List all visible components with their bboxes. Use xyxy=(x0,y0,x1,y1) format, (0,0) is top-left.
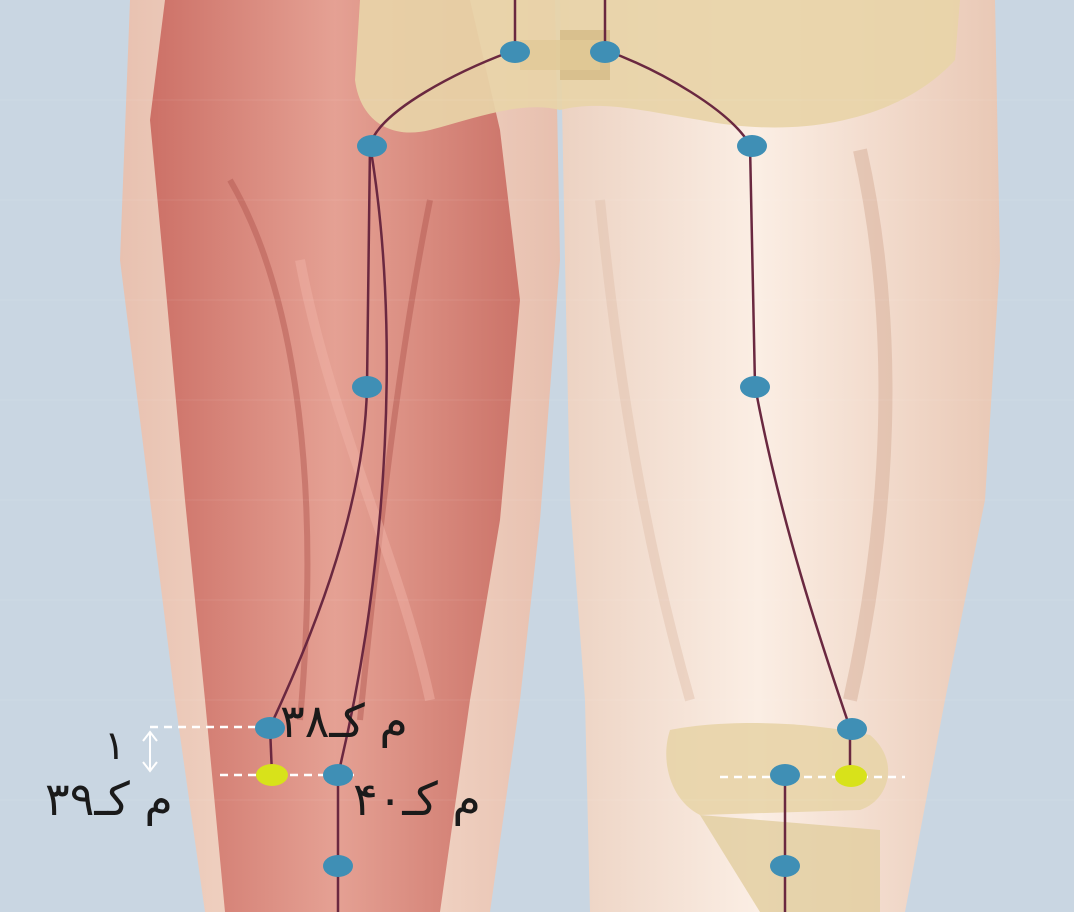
label-bl38: م کـ۳۸ xyxy=(280,698,408,744)
label-measure: ۱ xyxy=(104,726,125,766)
acupoint-dot xyxy=(500,41,530,63)
acupoint-dot xyxy=(737,135,767,157)
acupoint-dot xyxy=(770,764,800,786)
acupoint-yellow xyxy=(835,765,867,787)
acupoint-dot xyxy=(837,718,867,740)
acupoint-dot xyxy=(352,376,382,398)
acupoint-dot xyxy=(357,135,387,157)
acupoint-bl39 xyxy=(256,764,288,786)
acupoint-dot xyxy=(770,855,800,877)
label-bl39: م کـ۳۹ xyxy=(45,776,173,822)
acupoint-dot xyxy=(590,41,620,63)
acupoint-dot xyxy=(323,855,353,877)
label-bl40: م کـ۴۰ xyxy=(353,776,481,822)
acupoint-bl40 xyxy=(323,764,353,786)
acupoint-dot xyxy=(740,376,770,398)
